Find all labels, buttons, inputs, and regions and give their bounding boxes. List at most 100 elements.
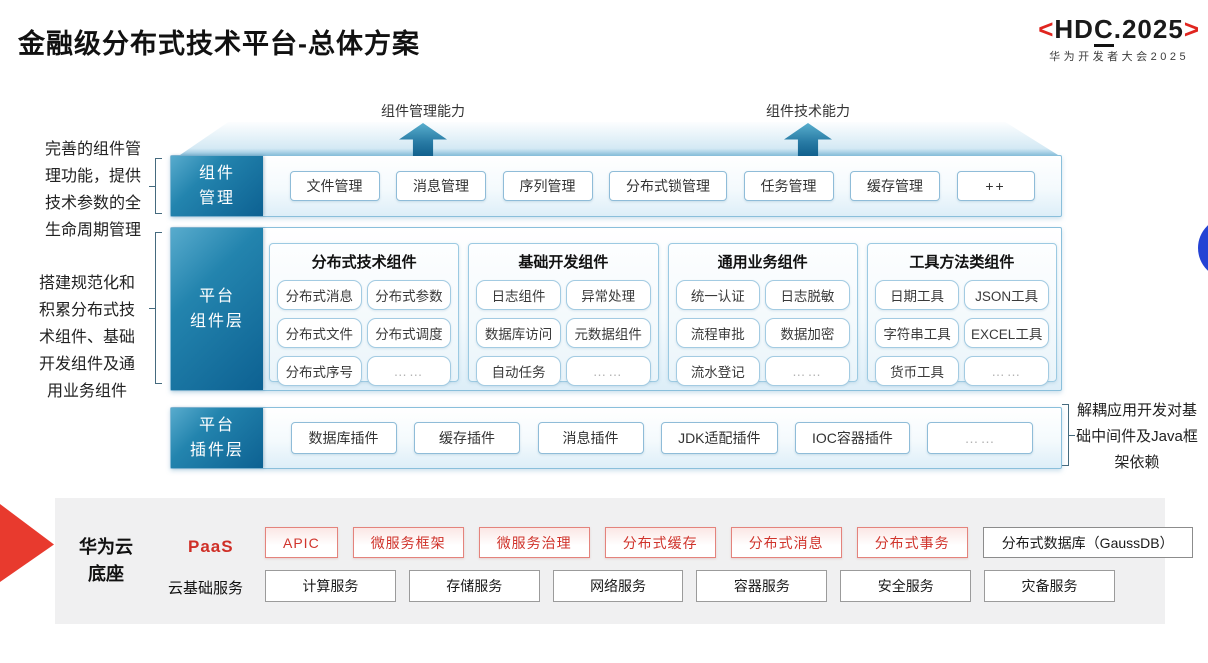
component-item: 流程审批 — [675, 318, 761, 348]
group-items: 日志组件异常处理数据库访问元数据组件自动任务…… — [469, 280, 657, 395]
component-item: 分布式参数 — [366, 280, 452, 310]
logo-left-bracket-icon: < — [1038, 14, 1055, 44]
technical-capability-arrow: 组件技术能力 — [748, 101, 868, 156]
component-item: 分布式消息 — [277, 280, 362, 310]
group-title: 通用业务组件 — [717, 254, 808, 271]
note-component-management: 完善的组件管理功能，提供技术参数的全生命周期管理 — [44, 141, 141, 239]
component-item: 分布式序号 — [277, 356, 362, 386]
row-label-line: 平台 — [198, 417, 235, 434]
cloud-service-item: 灾备服务 — [984, 570, 1115, 602]
cloud-service-item: 安全服务 — [840, 570, 972, 602]
paas-item: 微服务框架 — [352, 527, 464, 558]
management-item: 任务管理 — [743, 171, 834, 201]
plugin-item: 数据库插件 — [290, 422, 397, 454]
hdc-logo-text: <HDC.2025> — [1038, 14, 1200, 47]
paas-item: 微服务治理 — [478, 527, 590, 558]
component-item: …… — [366, 356, 452, 386]
group-items: 统一认证日志脱敏流程审批数据加密流水登记…… — [669, 280, 857, 395]
foundation-label-line: 底座 — [88, 564, 124, 584]
component-item: 分布式调度 — [366, 318, 452, 348]
cloud-services-label: 云基础服务 — [168, 580, 244, 597]
top-perspective-band — [180, 122, 1058, 155]
row-label-line: 组件 — [198, 165, 235, 182]
cloud-service-item: 计算服务 — [265, 570, 396, 602]
technical-capability-label: 组件技术能力 — [766, 103, 850, 119]
group-title: 基础开发组件 — [518, 254, 609, 271]
management-item: 缓存管理 — [850, 171, 940, 201]
logo-hd: HD — [1054, 14, 1094, 44]
component-item: 自动任务 — [476, 356, 561, 386]
huawei-cloud-foundation — [55, 498, 1165, 624]
row-label-line: 平台 — [198, 288, 235, 305]
up-arrow-icon — [784, 123, 832, 156]
note-component-build: 搭建规范化和积累分布式技术组件、基础开发组件及通用业务组件 — [38, 275, 135, 400]
management-capability-arrow: 组件管理能力 — [363, 101, 483, 156]
management-item: 序列管理 — [502, 171, 593, 201]
group-basic-dev: 基础开发组件 日志组件异常处理数据库访问元数据组件自动任务…… — [468, 243, 659, 386]
up-arrow-icon — [399, 123, 447, 156]
row-label-line: 管理 — [198, 190, 235, 207]
component-item: …… — [964, 356, 1049, 386]
management-items: 文件管理消息管理序列管理分布式锁管理任务管理缓存管理 ++ — [263, 156, 1061, 216]
component-item: 日志组件 — [476, 280, 561, 310]
row-label-platform-components: 平台 组件层 — [171, 228, 263, 390]
management-capability-label: 组件管理能力 — [381, 103, 465, 119]
bracket-row2 — [149, 232, 162, 384]
note-decouple: 解耦应用开发对基础中间件及Java框架依赖 — [1076, 402, 1198, 471]
logo-c: C — [1093, 14, 1114, 47]
row-component-management: 组件 管理 文件管理消息管理序列管理分布式锁管理任务管理缓存管理 ++ — [170, 155, 1062, 217]
group-title: 工具方法类组件 — [909, 254, 1015, 271]
row-platform-components: 平台 组件层 分布式技术组件 分布式消息分布式参数分布式文件分布式调度分布式序号… — [170, 227, 1062, 391]
paas-item: 分布式事务 — [856, 527, 968, 558]
component-item: 货币工具 — [874, 356, 960, 386]
component-item: 字符串工具 — [874, 318, 960, 348]
component-item: 日志脱敏 — [765, 280, 850, 310]
management-item: 分布式锁管理 — [609, 171, 727, 201]
paas-item: APIC — [265, 527, 338, 558]
edge-circle-decoration — [1198, 217, 1208, 279]
component-item: 数据加密 — [765, 318, 850, 348]
cloud-service-item: 容器服务 — [696, 570, 828, 602]
paas-items: APIC 微服务框架微服务治理分布式缓存分布式消息分布式事务分布式数据库（Gaus… — [265, 527, 1193, 558]
paas-item: 分布式缓存 — [604, 527, 716, 558]
component-item: 日期工具 — [874, 280, 960, 310]
component-item: …… — [765, 356, 850, 386]
component-item: 统一认证 — [675, 280, 761, 310]
paas-label: PaaS — [188, 537, 234, 556]
component-item: 元数据组件 — [565, 318, 651, 348]
red-wedge-icon — [0, 504, 54, 582]
group-items: 分布式消息分布式参数分布式文件分布式调度分布式序号…… — [270, 280, 458, 395]
component-item: EXCEL工具 — [964, 318, 1049, 348]
plugin-item: JDK适配插件 — [661, 422, 778, 454]
row-label-line: 插件层 — [189, 442, 244, 459]
management-item: 文件管理 — [289, 171, 380, 201]
foundation-label-line: 华为云 — [79, 537, 133, 557]
plugin-item: 消息插件 — [537, 422, 644, 454]
logo-rest: .2025 — [1113, 14, 1184, 44]
cloud-service-items: 计算服务存储服务网络服务容器服务安全服务灾备服务 — [265, 570, 1115, 602]
plugin-item: …… — [927, 422, 1034, 454]
paas-item: 分布式消息 — [730, 527, 842, 558]
cloud-service-item: 存储服务 — [408, 570, 540, 602]
row-label-line: 组件层 — [189, 313, 244, 330]
bracket-row1 — [149, 158, 162, 214]
foundation-label: 华为云 底座 — [60, 534, 152, 588]
component-groups: 分布式技术组件 分布式消息分布式参数分布式文件分布式调度分布式序号…… 基础开发… — [263, 228, 1061, 390]
management-item: ++ — [956, 171, 1035, 201]
logo-right-bracket-icon: > — [1183, 14, 1200, 44]
group-common-business: 通用业务组件 统一认证日志脱敏流程审批数据加密流水登记…… — [667, 243, 858, 386]
component-item: 数据库访问 — [476, 318, 561, 348]
plugin-item: 缓存插件 — [414, 422, 521, 454]
management-item: 消息管理 — [396, 171, 486, 201]
component-item: 异常处理 — [565, 280, 651, 310]
component-item: 流水登记 — [675, 356, 761, 386]
paas-db-item: 分布式数据库（GaussDB） — [982, 527, 1193, 558]
row-label-component-management: 组件 管理 — [171, 156, 263, 216]
hdc-logo: <HDC.2025> 华为开发者大会2025 — [1038, 14, 1200, 64]
page-title: 金融级分布式技术平台-总体方案 — [18, 29, 420, 59]
